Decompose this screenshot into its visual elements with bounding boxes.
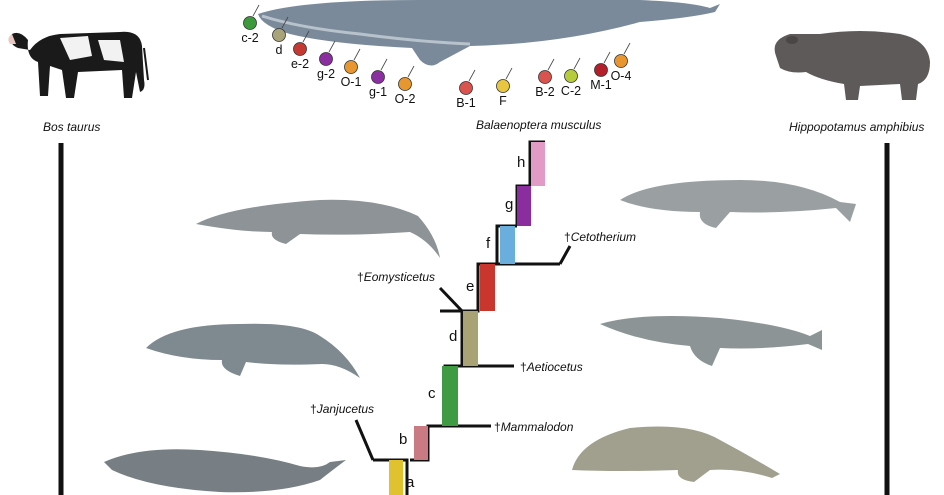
step-bar-f — [500, 226, 515, 264]
step-label-b: b — [399, 431, 408, 448]
marker-label-f: F — [499, 94, 507, 108]
species-label-balaenoptera-musculus: Balaenoptera musculus — [476, 118, 602, 132]
taxon-aetiocetus: †Aetiocetus — [520, 360, 583, 374]
step-label-d: d — [449, 328, 458, 345]
step-label-a: a — [406, 474, 415, 491]
marker-dot-o-2 — [398, 77, 412, 91]
step-bar-e — [480, 264, 495, 311]
whale-silhouette-right-1 — [620, 180, 856, 228]
marker-label-e-2: e-2 — [290, 57, 310, 71]
step-bar-b — [414, 426, 428, 460]
marker-label-d: d — [275, 43, 283, 57]
species-label-bos-taurus: Bos taurus — [43, 120, 101, 134]
marker-pointer — [252, 4, 260, 17]
step-label-h: h — [517, 154, 526, 171]
marker-pointer — [302, 30, 310, 43]
marker-pointer — [547, 58, 555, 71]
marker-label-g-1: g-1 — [368, 85, 388, 99]
marker-label-g-2: g-2 — [316, 67, 336, 81]
step-bar-g — [517, 186, 531, 226]
marker-dot-g-2 — [319, 52, 333, 66]
step-label-g: g — [505, 196, 514, 213]
step-label-e: e — [466, 278, 475, 295]
whale-silhouette-right-2 — [600, 316, 822, 366]
marker-dot-b-1 — [459, 81, 473, 95]
marker-label-o-2: O-2 — [394, 92, 416, 106]
marker-label-b-1: B-1 — [456, 96, 476, 110]
marker-pointer — [328, 40, 336, 53]
taxon-cetotherium: †Cetotherium — [564, 230, 637, 244]
whale-silhouette-left-3 — [104, 449, 346, 493]
hippo-illustration — [774, 31, 930, 100]
marker-pointer — [603, 51, 611, 64]
taxon-eomysticetus: †Eomysticetus — [357, 270, 436, 284]
marker-dot-e-2 — [293, 42, 307, 56]
taxon-janjucetus: †Janjucetus — [310, 402, 375, 416]
marker-dot-m-1 — [594, 63, 608, 77]
marker-dot-c-2 — [243, 16, 257, 30]
marker-dot-b-2 — [538, 70, 552, 84]
species-label-hippopotamus-amphibius: Hippopotamus amphibius — [789, 120, 925, 134]
marker-pointer — [468, 69, 476, 82]
whale-silhouette-left-2 — [146, 323, 360, 378]
marker-pointer — [573, 57, 581, 70]
marker-pointer — [380, 58, 388, 71]
marker-label-b-2: B-2 — [535, 85, 555, 99]
marker-dot-d — [272, 28, 286, 42]
marker-label-c-2: c-2 — [241, 31, 259, 45]
marker-pointer — [353, 48, 361, 61]
marker-pointer — [281, 16, 289, 29]
marker-dot-o-1 — [344, 60, 358, 74]
marker-dot-f — [496, 79, 510, 93]
whale-silhouette-right-3 — [572, 426, 780, 482]
taxon-mammalodon: †Mammalodon — [494, 420, 574, 434]
marker-dot-c-2 — [564, 69, 578, 83]
marker-pointer — [623, 42, 631, 55]
step-bar-h — [531, 142, 545, 186]
step-bar-a — [389, 460, 403, 495]
step-label-c: c — [428, 385, 436, 402]
marker-label-c-2: C-2 — [560, 84, 582, 98]
step-bar-c — [442, 366, 458, 426]
marker-label-m-1: M-1 — [590, 78, 612, 92]
marker-pointer — [407, 65, 415, 78]
blue-whale-illustration — [258, 0, 720, 66]
step-bar-d — [463, 311, 478, 366]
step-label-f: f — [486, 235, 491, 252]
marker-dot-o-4 — [614, 54, 628, 68]
marker-dot-g-1 — [371, 70, 385, 84]
cow-illustration — [8, 31, 149, 98]
marker-pointer — [505, 67, 513, 80]
marker-label-o-4: O-4 — [610, 69, 632, 83]
whale-silhouette-left-1 — [196, 199, 440, 258]
marker-label-o-1: O-1 — [340, 75, 362, 89]
